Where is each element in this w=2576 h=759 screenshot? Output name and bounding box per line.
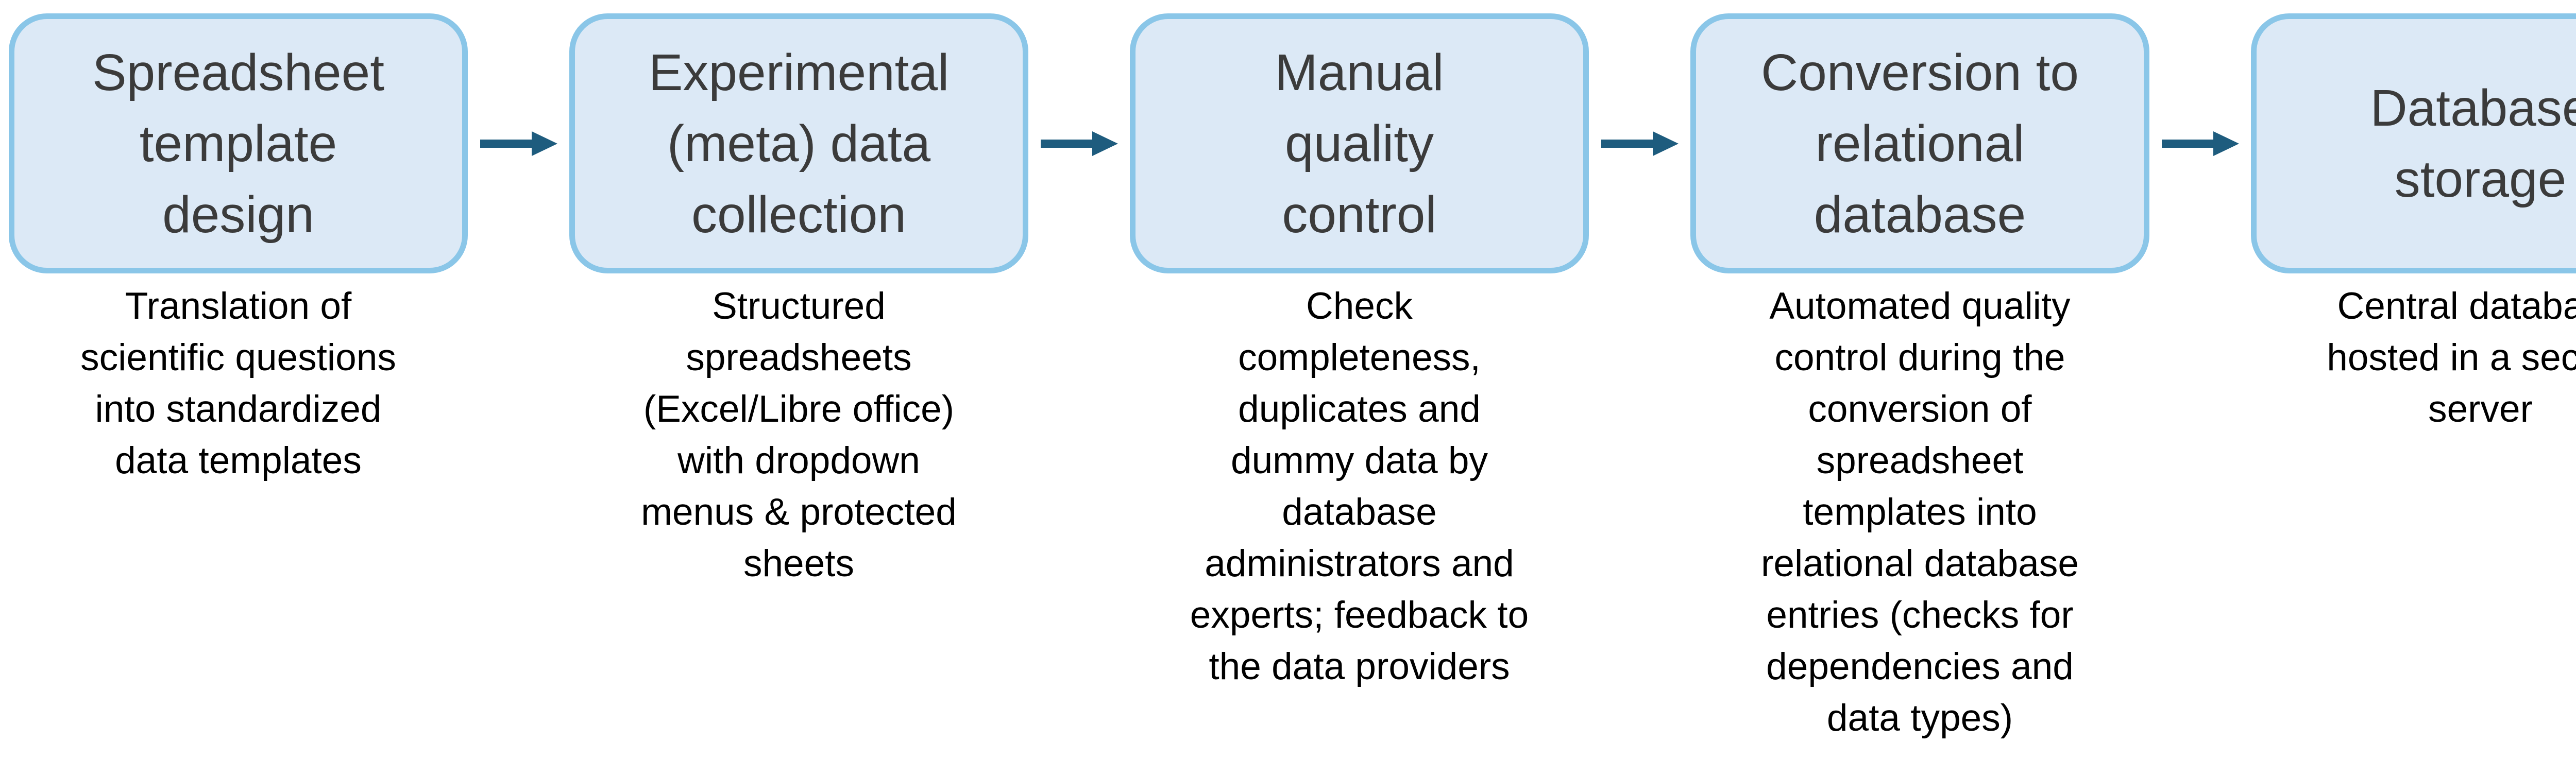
stage-description: Automated quality control during the con… — [1761, 285, 2079, 739]
process-stage: Database storage Central database hosted… — [2251, 13, 2576, 435]
stage-description: Check completeness, duplicates and dummy… — [1190, 285, 1529, 687]
flow-arrow-cell — [1028, 13, 1130, 273]
right-arrow-icon — [1601, 131, 1679, 156]
stage-title: Conversion to relational database — [1761, 43, 2079, 244]
right-arrow-icon — [2161, 131, 2239, 156]
stage-description: Structured spreadsheets (Excel/Libre off… — [641, 285, 957, 584]
flow-arrow-cell — [468, 13, 569, 273]
stage-title: Experimental (meta) data collection — [648, 43, 950, 244]
stage-title: Manual quality control — [1275, 43, 1444, 244]
stage-box: Spreadsheet template design — [9, 13, 468, 273]
stage-title: Spreadsheet template design — [92, 43, 385, 244]
right-arrow-icon — [1040, 131, 1118, 156]
stage-description: Translation of scientific questions into… — [80, 285, 396, 481]
process-stage: Conversion to relational database Automa… — [1690, 13, 2149, 744]
flow-arrow-cell — [1589, 13, 1690, 273]
right-arrow-icon — [480, 131, 557, 156]
stage-box: Database storage — [2251, 13, 2576, 273]
stage-box: Conversion to relational database — [1690, 13, 2149, 273]
stage-box: Manual quality control — [1130, 13, 1589, 273]
stage-title: Database storage — [2370, 79, 2576, 208]
stage-description: Central database hosted in a secure serv… — [2327, 285, 2576, 430]
stage-box: Experimental (meta) data collection — [569, 13, 1028, 273]
process-stage: Manual quality control Check completenes… — [1130, 13, 1589, 693]
process-stage: Spreadsheet template design Translation … — [9, 13, 468, 487]
flow-arrow-cell — [2149, 13, 2251, 273]
process-stage: Experimental (meta) data collection Stru… — [569, 13, 1028, 590]
